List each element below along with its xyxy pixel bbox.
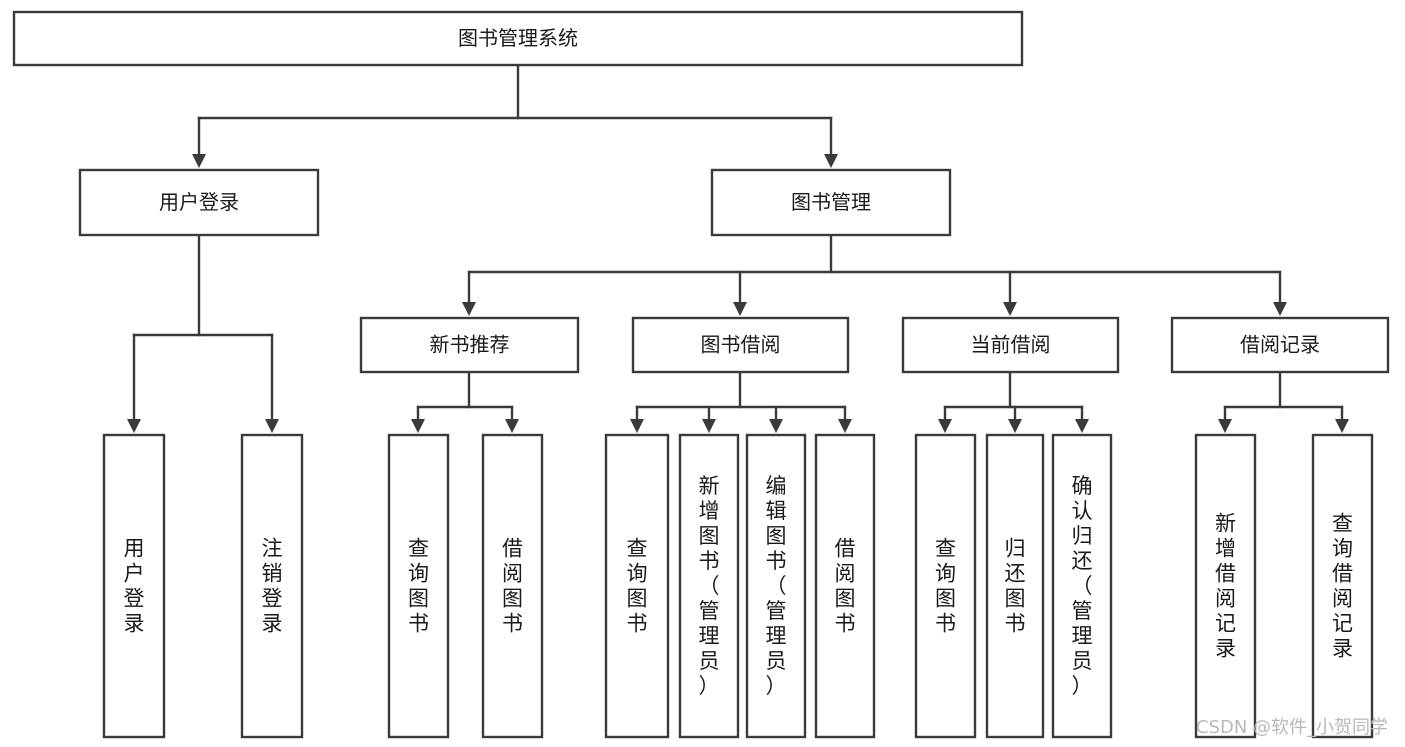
node-label: 借阅图书 [835, 537, 856, 636]
node-level3-1-图书借阅[interactable]: 图书借阅 [631, 316, 850, 374]
arrow-to-borrow-leaf-2 [702, 419, 716, 433]
node-label: 注销登录 [262, 537, 283, 636]
node-box[interactable] [814, 433, 876, 739]
watermark-layer: CSDN @软件_小贺同学 [1196, 717, 1388, 738]
node-label: 编辑图书（管理员） [766, 474, 787, 698]
node-label: 归还图书 [1005, 537, 1026, 636]
node-box[interactable] [1311, 433, 1374, 739]
node-label: 新书推荐 [430, 333, 510, 357]
node-leaf-8-查询图书[interactable]: 查询图书 [914, 433, 977, 739]
node-label: 借阅记录 [1240, 333, 1320, 357]
node-label: 借阅图书 [502, 537, 523, 636]
node-box[interactable] [1170, 316, 1390, 374]
arrow-to-records-leaf-2 [1335, 419, 1349, 433]
node-box[interactable] [102, 433, 166, 739]
node-label: 查询图书 [627, 537, 648, 636]
node-label: 新增借阅记录 [1215, 512, 1236, 661]
node-box[interactable] [710, 168, 952, 237]
node-leaf-3-借阅图书[interactable]: 借阅图书 [481, 433, 544, 739]
node-level2-1-图书管理[interactable]: 图书管理 [710, 168, 952, 237]
node-label: 用户登录 [124, 537, 145, 636]
node-box[interactable] [901, 316, 1120, 374]
node-label: 图书借阅 [701, 333, 781, 357]
node-box[interactable] [678, 433, 740, 739]
arrow-to-newbooks-leaf-2 [505, 419, 519, 433]
node-leaf-5-新增图书管理员[interactable]: 新增图书（管理员） [678, 433, 740, 739]
arrow-to-user-leaf-1 [127, 419, 141, 433]
node-layer: 图书管理系统用户登录图书管理新书推荐图书借阅当前借阅借阅记录用户登录注销登录查询… [12, 10, 1390, 739]
node-level3-0-新书推荐[interactable]: 新书推荐 [359, 316, 580, 374]
node-box[interactable] [78, 168, 320, 237]
node-leaf-2-查询图书[interactable]: 查询图书 [387, 433, 450, 739]
node-leaf-9-归还图书[interactable]: 归还图书 [985, 433, 1045, 739]
arrow-to-user-login [192, 154, 206, 168]
node-leaf-12-查询借阅记录[interactable]: 查询借阅记录 [1311, 433, 1374, 739]
node-label: 用户登录 [159, 190, 239, 214]
node-level3-2-当前借阅[interactable]: 当前借阅 [901, 316, 1120, 374]
arrow-to-newbooks-leaf-1 [411, 419, 425, 433]
node-leaf-4-查询图书[interactable]: 查询图书 [604, 433, 670, 739]
node-box[interactable] [604, 433, 670, 739]
node-label: 查询借阅记录 [1332, 512, 1353, 661]
arrow-to-current [1003, 302, 1017, 316]
node-box[interactable] [12, 10, 1024, 67]
node-leaf-0-用户登录[interactable]: 用户登录 [102, 433, 166, 739]
arrow-to-borrow-leaf-3 [769, 419, 783, 433]
node-box[interactable] [914, 433, 977, 739]
node-box[interactable] [1051, 433, 1113, 739]
node-box[interactable] [1194, 433, 1257, 739]
node-label: 查询图书 [408, 537, 429, 636]
node-box[interactable] [359, 316, 580, 374]
node-level3-3-借阅记录[interactable]: 借阅记录 [1170, 316, 1390, 374]
arrow-to-borrow-leaf-1 [630, 419, 644, 433]
node-leaf-1-注销登录[interactable]: 注销登录 [240, 433, 304, 739]
node-leaf-7-借阅图书[interactable]: 借阅图书 [814, 433, 876, 739]
arrow-to-records-leaf-1 [1218, 419, 1232, 433]
node-root-0-图书管理系统[interactable]: 图书管理系统 [12, 10, 1024, 67]
node-label: 新增图书（管理员） [699, 474, 720, 698]
node-level2-0-用户登录[interactable]: 用户登录 [78, 168, 320, 237]
node-box[interactable] [387, 433, 450, 739]
csdn-watermark: CSDN @软件_小贺同学 [1196, 717, 1388, 738]
arrow-to-user-leaf-2 [265, 419, 279, 433]
arrow-to-current-leaf-2 [1008, 419, 1022, 433]
node-label: 图书管理 [791, 190, 871, 214]
node-leaf-11-新增借阅记录[interactable]: 新增借阅记录 [1194, 433, 1257, 739]
node-label: 当前借阅 [971, 333, 1051, 357]
node-box[interactable] [481, 433, 544, 739]
node-label: 确认归还（管理员） [1072, 474, 1093, 698]
arrow-to-borrow [733, 302, 747, 316]
node-box[interactable] [745, 433, 807, 739]
node-label: 查询图书 [935, 537, 956, 636]
arrow-to-borrow-leaf-4 [838, 419, 852, 433]
arrow-to-new-books [462, 302, 476, 316]
arrow-to-current-leaf-3 [1075, 419, 1089, 433]
arrow-head-layer [127, 154, 1349, 433]
node-label: 图书管理系统 [458, 26, 578, 50]
arrow-to-records [1273, 302, 1287, 316]
arrow-to-book-mgmt [824, 154, 838, 168]
node-leaf-6-编辑图书管理员[interactable]: 编辑图书（管理员） [745, 433, 807, 739]
node-box[interactable] [631, 316, 850, 374]
node-leaf-10-确认归还管理员[interactable]: 确认归还（管理员） [1051, 433, 1113, 739]
node-box[interactable] [240, 433, 304, 739]
arrow-to-current-leaf-1 [938, 419, 952, 433]
node-box[interactable] [985, 433, 1045, 739]
